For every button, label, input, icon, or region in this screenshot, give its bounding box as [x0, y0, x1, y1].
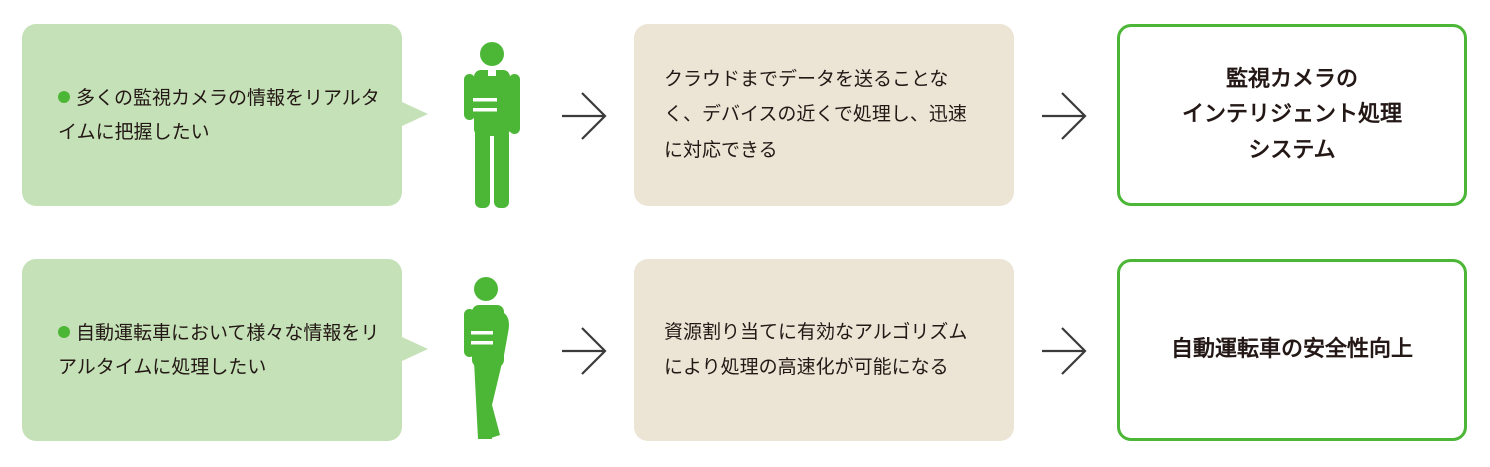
person-standing-icon [448, 40, 536, 210]
flow-row-2: 自動運転車において様々な情報をリアルタイムに処理したい 資源割り当てに有効なアル… [0, 259, 1490, 441]
result-text: 自動運転車の安全性向上 [1170, 337, 1413, 363]
need-speech-bubble: 多くの監視カメラの情報をリアルタイムに把握したい [22, 24, 428, 206]
need-speech-bubble: 自動運転車において様々な情報をリアルタイムに処理したい [22, 259, 428, 441]
solution-box: 資源割り当てに有効なアルゴリズムにより処理の高速化が可能になる [634, 259, 1014, 441]
result-box: 監視カメラの インテリジェント処理 システム [1117, 24, 1467, 206]
person-thinking-icon [448, 275, 536, 445]
solution-box: クラウドまでデータを送ることなく、デバイスの近くで処理し、迅速に対応できる [634, 24, 1014, 206]
need-text: 多くの監視カメラの情報をリアルタイムに把握したい [58, 86, 380, 143]
bullet-dot-icon [58, 90, 70, 103]
arrow-right-icon [560, 325, 608, 377]
solution-text: クラウドまでデータを送ることなく、デバイスの近くで処理し、迅速に対応できる [664, 68, 967, 161]
flow-row-1: 多くの監視カメラの情報をリアルタイムに把握したい クラウドまでデータを送ることな… [0, 24, 1490, 208]
bullet-dot-icon [58, 325, 70, 338]
result-text: 監視カメラの インテリジェント処理 システム [1181, 67, 1402, 163]
arrow-right-icon [1040, 90, 1088, 142]
solution-text: 資源割り当てに有効なアルゴリズムにより処理の高速化が可能になる [664, 320, 968, 378]
need-text: 自動運転車において様々な情報をリアルタイムに処理したい [58, 321, 380, 378]
result-box: 自動運転車の安全性向上 [1117, 259, 1467, 441]
arrow-right-icon [1040, 325, 1088, 377]
arrow-right-icon [560, 90, 608, 142]
